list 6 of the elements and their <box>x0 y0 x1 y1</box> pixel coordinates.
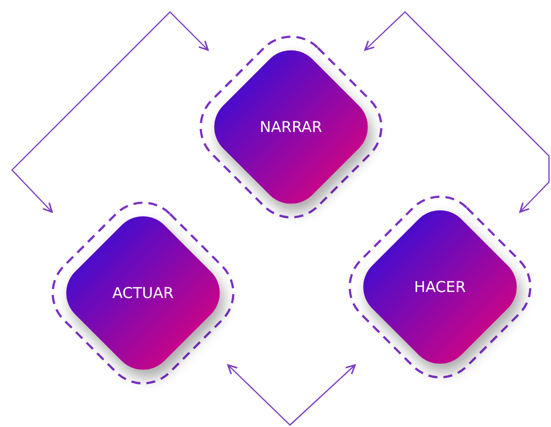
connector-arrow <box>227 364 356 426</box>
connector-arrow <box>11 11 209 213</box>
node-label: ACTUAR <box>112 282 174 304</box>
node-label: HACER <box>414 276 466 298</box>
connector-arrow <box>364 11 550 213</box>
node-label: NARRAR <box>260 116 322 138</box>
